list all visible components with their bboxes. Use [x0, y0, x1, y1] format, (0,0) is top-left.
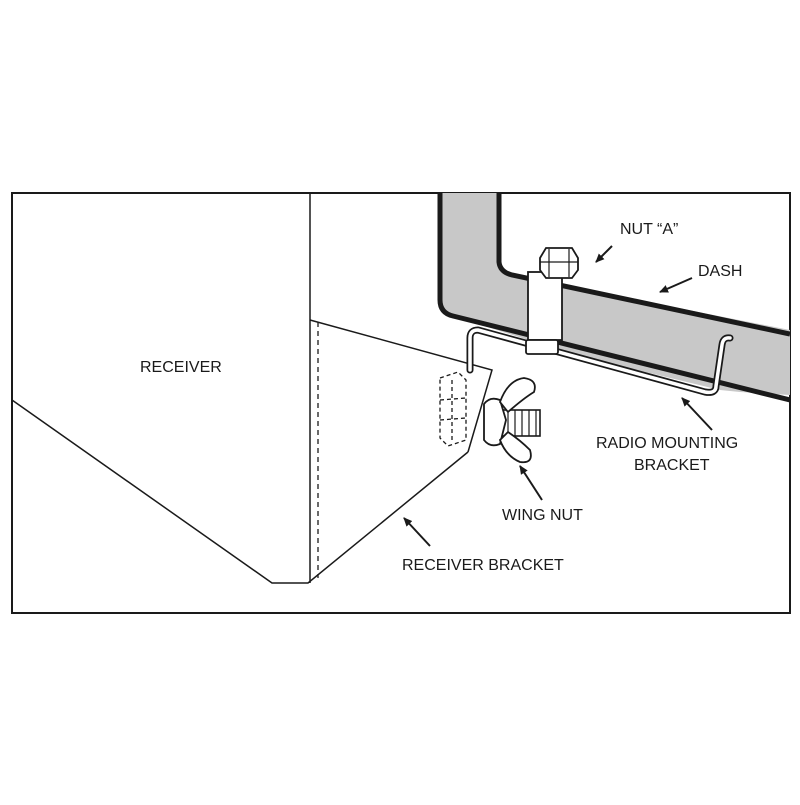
radio-bracket-arrow: [681, 397, 713, 431]
nut-a-icon: [539, 247, 579, 279]
dash-outline-outer: [437, 193, 790, 403]
radio-mounting-bracket-label-line2: BRACKET: [634, 457, 710, 474]
receiver-label: RECEIVER: [140, 359, 222, 376]
wing-nut-arrow: [519, 465, 543, 501]
radio-mounting-bracket-label-line1: RADIO MOUNTING: [596, 435, 738, 452]
wing-nut-icon: [483, 377, 541, 464]
nut-a-label: NUT “A”: [620, 221, 678, 238]
dash-panel-fill: [442, 193, 790, 395]
dash-arrow: [659, 277, 693, 293]
receiver-body: [11, 193, 469, 584]
hidden-bolt-head: [439, 371, 467, 447]
receiver-bracket: [309, 319, 493, 578]
receiver-bracket-label: RECEIVER BRACKET: [402, 557, 564, 574]
dash-label: DASH: [698, 263, 742, 280]
nut-a-arrow: [595, 245, 613, 263]
diagram-frame: [11, 192, 791, 614]
receiver-bracket-arrow: [403, 517, 431, 547]
wing-nut-label: WING NUT: [502, 507, 583, 524]
radio-mounting-bracket: [466, 326, 734, 396]
dash-outline-inner: [496, 193, 790, 337]
bolt-assembly: [525, 247, 579, 355]
